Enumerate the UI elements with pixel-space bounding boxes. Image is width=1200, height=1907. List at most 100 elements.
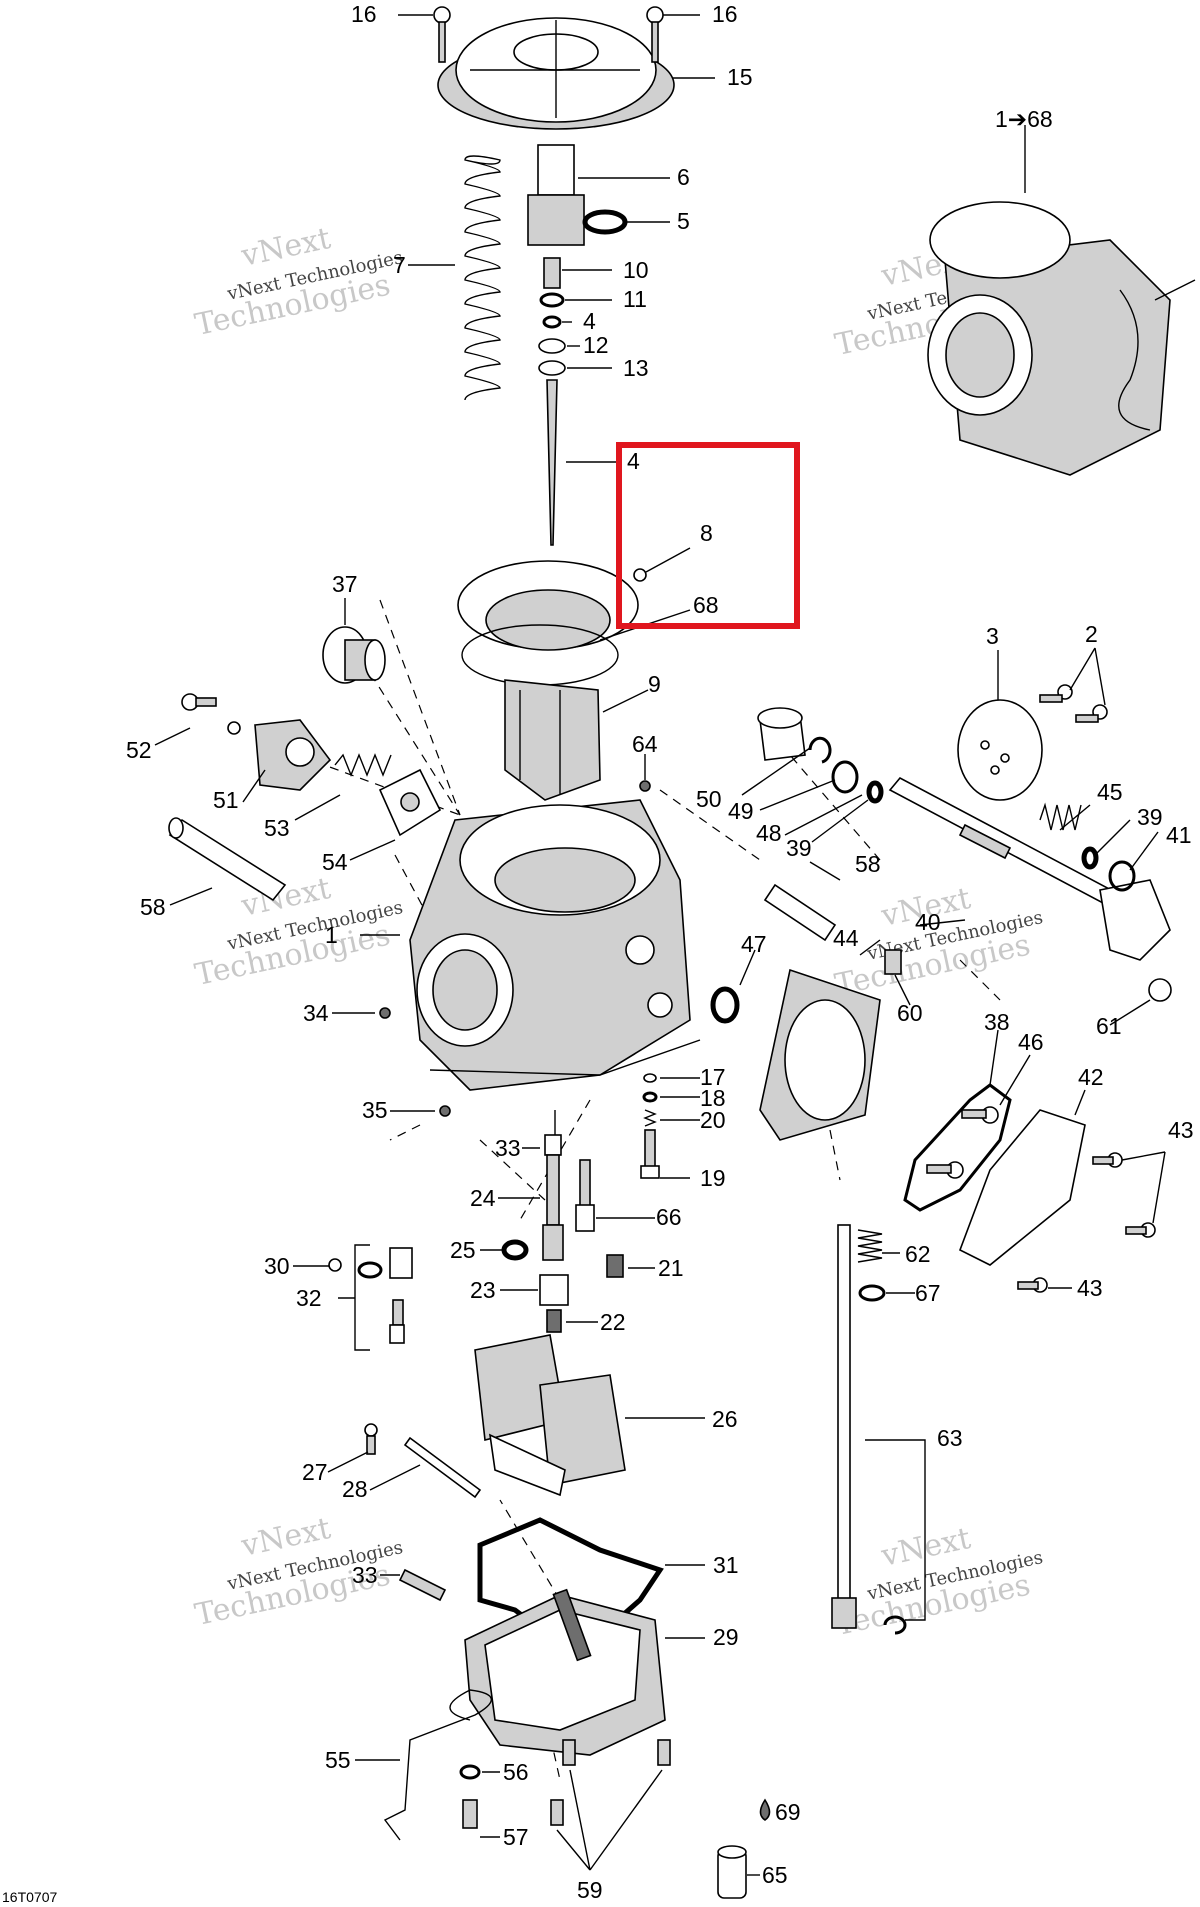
label-50[interactable]: 50 <box>696 786 722 812</box>
label-16-right[interactable]: 16 <box>712 1 738 27</box>
label-39-left[interactable]: 39 <box>786 835 812 861</box>
label-17[interactable]: 17 <box>700 1064 726 1090</box>
label-19[interactable]: 19 <box>700 1165 726 1191</box>
throttle-slide-9 <box>504 679 601 801</box>
label-59[interactable]: 59 <box>577 1877 603 1903</box>
label-16-left[interactable]: 16 <box>351 1 377 27</box>
label-55[interactable]: 55 <box>325 1747 351 1773</box>
label-40[interactable]: 40 <box>915 909 941 935</box>
label-7[interactable]: 7 <box>393 252 406 278</box>
clip-4 <box>542 315 562 329</box>
label-12[interactable]: 12 <box>583 332 609 358</box>
label-44[interactable]: 44 <box>833 925 859 951</box>
screw-34 <box>379 1007 391 1019</box>
label-32[interactable]: 32 <box>296 1285 322 1311</box>
label-35[interactable]: 35 <box>362 1097 388 1123</box>
cover-42 <box>958 1109 1086 1266</box>
label-54[interactable]: 54 <box>322 849 348 875</box>
label-33-top[interactable]: 33 <box>495 1135 521 1161</box>
label-53[interactable]: 53 <box>264 815 290 841</box>
label-1[interactable]: 1 <box>325 922 338 948</box>
label-13[interactable]: 13 <box>623 355 649 381</box>
o-ring-25 <box>501 1239 529 1261</box>
washer-11 <box>539 292 565 308</box>
label-33-bottom[interactable]: 33 <box>352 1562 378 1588</box>
label-26[interactable]: 26 <box>712 1406 738 1432</box>
label-31[interactable]: 31 <box>713 1552 739 1578</box>
label-56[interactable]: 56 <box>503 1759 529 1785</box>
label-45[interactable]: 45 <box>1097 779 1123 805</box>
washer-67 <box>858 1284 886 1302</box>
label-9[interactable]: 9 <box>648 671 661 697</box>
label-69[interactable]: 69 <box>775 1799 801 1825</box>
label-57[interactable]: 57 <box>503 1824 529 1850</box>
needle-holder-6 <box>527 144 585 246</box>
o-ring-39-right <box>1081 846 1099 870</box>
label-67[interactable]: 67 <box>915 1280 941 1306</box>
spring-45 <box>1039 802 1082 831</box>
label-4-clip[interactable]: 4 <box>583 308 596 334</box>
label-11[interactable]: 11 <box>623 286 647 312</box>
label-38[interactable]: 38 <box>984 1009 1010 1035</box>
label-47[interactable]: 47 <box>741 931 767 957</box>
label-41[interactable]: 41 <box>1166 822 1192 848</box>
label-64[interactable]: 64 <box>632 731 658 757</box>
label-29[interactable]: 29 <box>713 1624 739 1650</box>
spring-62 <box>857 1229 883 1263</box>
label-52[interactable]: 52 <box>126 737 152 763</box>
o-ring-39-left <box>866 780 884 804</box>
label-5[interactable]: 5 <box>677 208 690 234</box>
spring-20 <box>643 1109 657 1127</box>
label-63[interactable]: 63 <box>937 1425 963 1451</box>
leader-lines <box>154 14 1166 1876</box>
label-37[interactable]: 37 <box>332 571 358 597</box>
label-15[interactable]: 15 <box>727 64 753 90</box>
label-22[interactable]: 22 <box>600 1309 626 1335</box>
label-21[interactable]: 21 <box>658 1255 684 1281</box>
washer-17 <box>643 1073 657 1083</box>
label-25[interactable]: 25 <box>450 1237 476 1263</box>
label-28[interactable]: 28 <box>342 1476 368 1502</box>
choke-spring-53 <box>334 753 392 777</box>
label-48[interactable]: 48 <box>756 820 782 846</box>
label-62[interactable]: 62 <box>905 1241 931 1267</box>
washer-12 <box>538 338 566 354</box>
washer-48 <box>831 760 859 794</box>
pump-housing-44 <box>759 968 881 1141</box>
label-51[interactable]: 51 <box>213 787 239 813</box>
bracket-32 <box>354 1244 370 1351</box>
screw-16-right <box>646 6 664 63</box>
o-ring-47 <box>710 986 740 1024</box>
screw-16-left <box>433 6 451 63</box>
washer-30 <box>328 1258 342 1272</box>
label-58-right[interactable]: 58 <box>855 851 881 877</box>
needle-jet-33 <box>544 1134 562 1226</box>
label-46[interactable]: 46 <box>1018 1029 1044 1055</box>
label-58-left[interactable]: 58 <box>140 894 166 920</box>
label-6[interactable]: 6 <box>677 164 690 190</box>
label-1-to-68[interactable]: 1➔68 <box>995 106 1053 132</box>
label-43-bottom[interactable]: 43 <box>1077 1275 1103 1301</box>
label-34[interactable]: 34 <box>303 1000 329 1026</box>
label-10[interactable]: 10 <box>623 257 649 283</box>
label-30[interactable]: 30 <box>264 1253 290 1279</box>
label-43-top[interactable]: 43 <box>1168 1117 1194 1143</box>
label-39-right[interactable]: 39 <box>1137 804 1163 830</box>
label-4-needle[interactable]: 4 <box>627 448 640 474</box>
slide-diaphragm-68 <box>457 560 639 686</box>
label-3[interactable]: 3 <box>986 623 999 649</box>
label-65[interactable]: 65 <box>762 1862 788 1888</box>
label-18[interactable]: 18 <box>700 1085 726 1111</box>
label-27[interactable]: 27 <box>302 1459 328 1485</box>
label-20[interactable]: 20 <box>700 1107 726 1133</box>
label-68[interactable]: 68 <box>693 592 719 618</box>
label-42[interactable]: 42 <box>1078 1064 1104 1090</box>
label-61[interactable]: 61 <box>1096 1013 1122 1039</box>
label-2[interactable]: 2 <box>1085 621 1098 647</box>
label-49[interactable]: 49 <box>728 798 754 824</box>
label-24[interactable]: 24 <box>470 1185 496 1211</box>
label-66[interactable]: 66 <box>656 1204 682 1230</box>
label-8[interactable]: 8 <box>700 520 713 546</box>
label-23[interactable]: 23 <box>470 1277 496 1303</box>
label-60[interactable]: 60 <box>897 1000 923 1026</box>
